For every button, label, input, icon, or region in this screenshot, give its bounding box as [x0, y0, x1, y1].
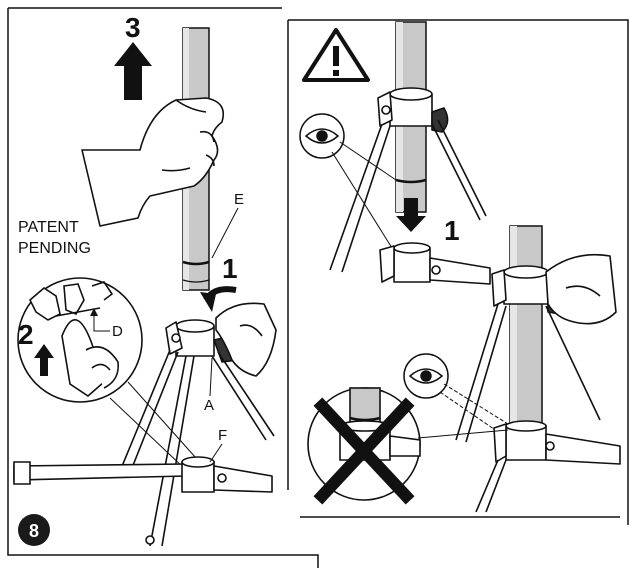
detail-magnifier	[17, 277, 143, 403]
right-bottom-hub	[493, 420, 621, 465]
rotate-arrow-icon	[200, 286, 237, 312]
patent-pending-line-2: PENDING	[18, 240, 91, 257]
step-3-number: 3	[125, 12, 141, 43]
figure-number: 8	[29, 521, 39, 541]
leader-line-f	[209, 443, 223, 463]
right-upper-hub	[377, 87, 449, 133]
right-tall-legs	[455, 303, 601, 443]
eye-sight-lines-bottom	[439, 383, 509, 437]
down-arrow-icon	[396, 198, 426, 232]
detail-arrow-up-icon	[34, 344, 54, 376]
zoom-connector-lines	[109, 381, 197, 471]
leader-line-d	[93, 314, 110, 332]
leader-line-e	[211, 207, 239, 259]
right-hub-with-hand	[491, 253, 617, 325]
eye-icon-top	[299, 113, 345, 159]
warning-triangle-icon	[302, 28, 370, 82]
right-panel-frame	[287, 19, 629, 525]
figure-number-badge: 8	[18, 514, 50, 546]
cross-mark-icon	[313, 397, 415, 505]
step-3-arrow-up-icon	[114, 42, 152, 100]
part-label-a: A	[204, 397, 214, 414]
part-label-e: E	[234, 191, 244, 208]
leader-line-a	[209, 357, 213, 397]
right-bottom-legs	[475, 459, 507, 513]
patent-pending-line-1: PATENT	[18, 219, 79, 236]
eye-sight-lines-top	[331, 141, 397, 249]
part-label-d: D	[112, 323, 123, 340]
lower-hub-f	[181, 456, 273, 493]
step-2-number: 2	[18, 319, 34, 350]
right-mid-hub	[379, 242, 491, 285]
eye-icon-bottom	[403, 353, 449, 399]
step-1-left-number: 1	[222, 253, 238, 284]
hand-turning-knob	[215, 302, 277, 377]
tripod-legs-left	[117, 349, 275, 547]
part-label-f: F	[218, 427, 227, 444]
pointer-arrow-d	[90, 308, 98, 316]
left-panel-frame	[7, 7, 319, 568]
right-upper-legs	[329, 119, 487, 273]
wrong-zoom-connector	[417, 429, 509, 439]
hand-holding-tube	[81, 97, 225, 227]
right-tall-tube	[509, 225, 543, 429]
leg-arm-left	[13, 461, 187, 545]
step-1-right-number: 1	[444, 215, 460, 246]
